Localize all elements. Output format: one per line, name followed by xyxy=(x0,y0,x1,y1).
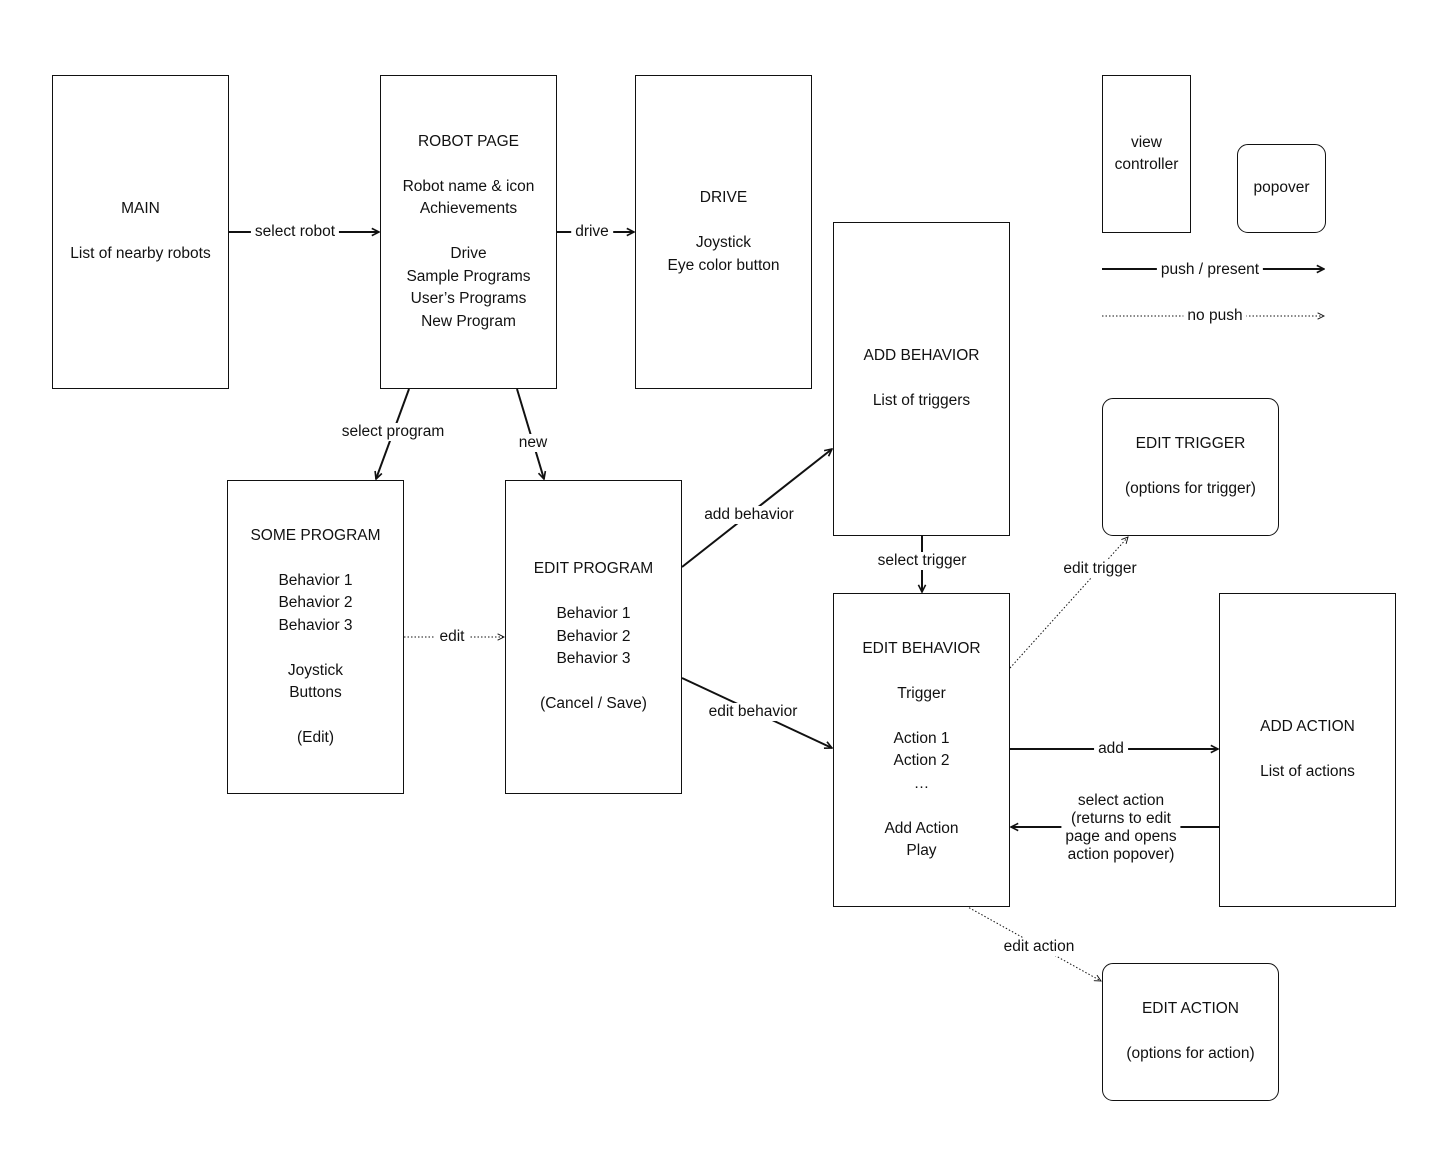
edge-label-edit-trigger: edit trigger xyxy=(1059,560,1141,578)
box-some-program: SOME PROGRAM Behavior 1 Behavior 2 Behav… xyxy=(227,480,404,794)
box-main-text: MAIN List of nearby robots xyxy=(70,200,211,263)
box-some-program-text: SOME PROGRAM Behavior 1 Behavior 2 Behav… xyxy=(250,526,381,747)
box-edit-program: EDIT PROGRAM Behavior 1 Behavior 2 Behav… xyxy=(505,480,682,794)
box-edit-behavior-text: EDIT BEHAVIOR Trigger Action 1 Action 2 … xyxy=(862,639,981,860)
legend-popover-text: popover xyxy=(1253,179,1310,197)
box-edit-trigger: EDIT TRIGGER (options for trigger) xyxy=(1102,398,1279,536)
box-main: MAIN List of nearby robots xyxy=(52,75,229,389)
legend-push-label: push / present xyxy=(1156,261,1264,279)
box-drive-text: DRIVE Joystick Eye color button xyxy=(667,189,780,274)
box-edit-trigger-text: EDIT TRIGGER (options for trigger) xyxy=(1125,435,1256,498)
box-robot-page-text: ROBOT PAGE Robot name & icon Achievement… xyxy=(402,132,535,330)
box-robot-page: ROBOT PAGE Robot name & icon Achievement… xyxy=(380,75,557,389)
edge-label-add: add xyxy=(1094,740,1128,758)
box-edit-action: EDIT ACTION (options for action) xyxy=(1102,963,1279,1101)
edge-label-edit-action: edit action xyxy=(999,938,1079,956)
edge-label-edit: edit xyxy=(435,628,469,646)
box-add-behavior-text: ADD BEHAVIOR List of triggers xyxy=(863,347,980,410)
legend-popover-box: popover xyxy=(1237,144,1326,233)
box-edit-behavior: EDIT BEHAVIOR Trigger Action 1 Action 2 … xyxy=(833,593,1010,907)
edge-label-select-trigger: select trigger xyxy=(873,552,971,570)
edge-label-drive: drive xyxy=(571,223,613,241)
edge-label-add-behavior: add behavior xyxy=(700,506,798,524)
box-add-action-text: ADD ACTION List of actions xyxy=(1260,718,1355,781)
edge-label-edit-behavior: edit behavior xyxy=(704,703,802,721)
edge-line-edit-trigger xyxy=(1009,537,1128,669)
edge-label-new: new xyxy=(514,434,552,452)
box-add-behavior: ADD BEHAVIOR List of triggers xyxy=(833,222,1010,536)
legend-view-controller-text: view controller xyxy=(1114,133,1179,174)
box-edit-program-text: EDIT PROGRAM Behavior 1 Behavior 2 Behav… xyxy=(533,560,654,713)
edge-label-select-program: select program xyxy=(337,423,449,441)
box-add-action: ADD ACTION List of actions xyxy=(1219,593,1396,907)
legend-no-push-label: no push xyxy=(1183,307,1247,325)
edge-label-select-robot: select robot xyxy=(250,223,340,241)
box-drive: DRIVE Joystick Eye color button xyxy=(635,75,812,389)
edge-label-select-action: select action (returns to edit page and … xyxy=(1061,792,1181,864)
box-edit-action-text: EDIT ACTION (options for action) xyxy=(1126,1000,1255,1063)
legend-view-controller-box: view controller xyxy=(1102,75,1191,233)
